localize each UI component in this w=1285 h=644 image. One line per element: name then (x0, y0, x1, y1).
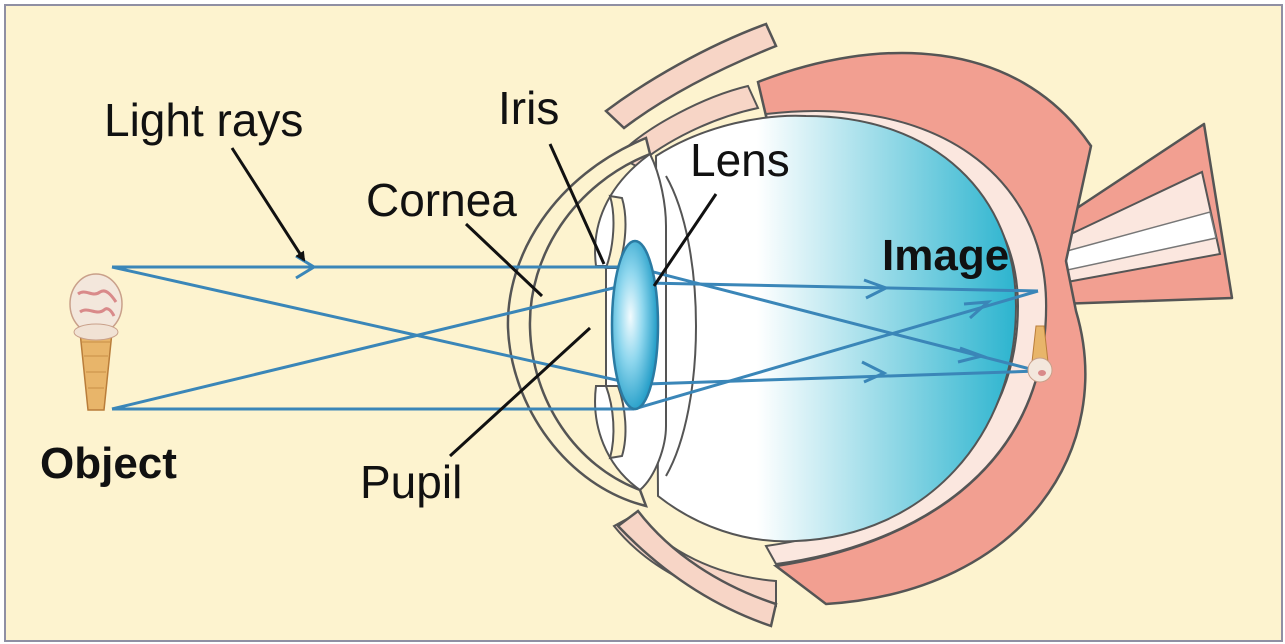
lens (612, 241, 658, 409)
label-lens: Lens (690, 134, 790, 186)
label-pupil: Pupil (360, 456, 462, 508)
label-image: Image (882, 231, 1009, 280)
label-light-rays: Light rays (104, 94, 303, 146)
label-iris: Iris (498, 82, 559, 134)
eye-diagram: Light rays Iris Lens Cornea Image Object… (6, 6, 1281, 640)
diagram-frame: Light rays Iris Lens Cornea Image Object… (4, 4, 1283, 642)
label-object: Object (40, 439, 177, 488)
label-cornea: Cornea (366, 174, 517, 226)
